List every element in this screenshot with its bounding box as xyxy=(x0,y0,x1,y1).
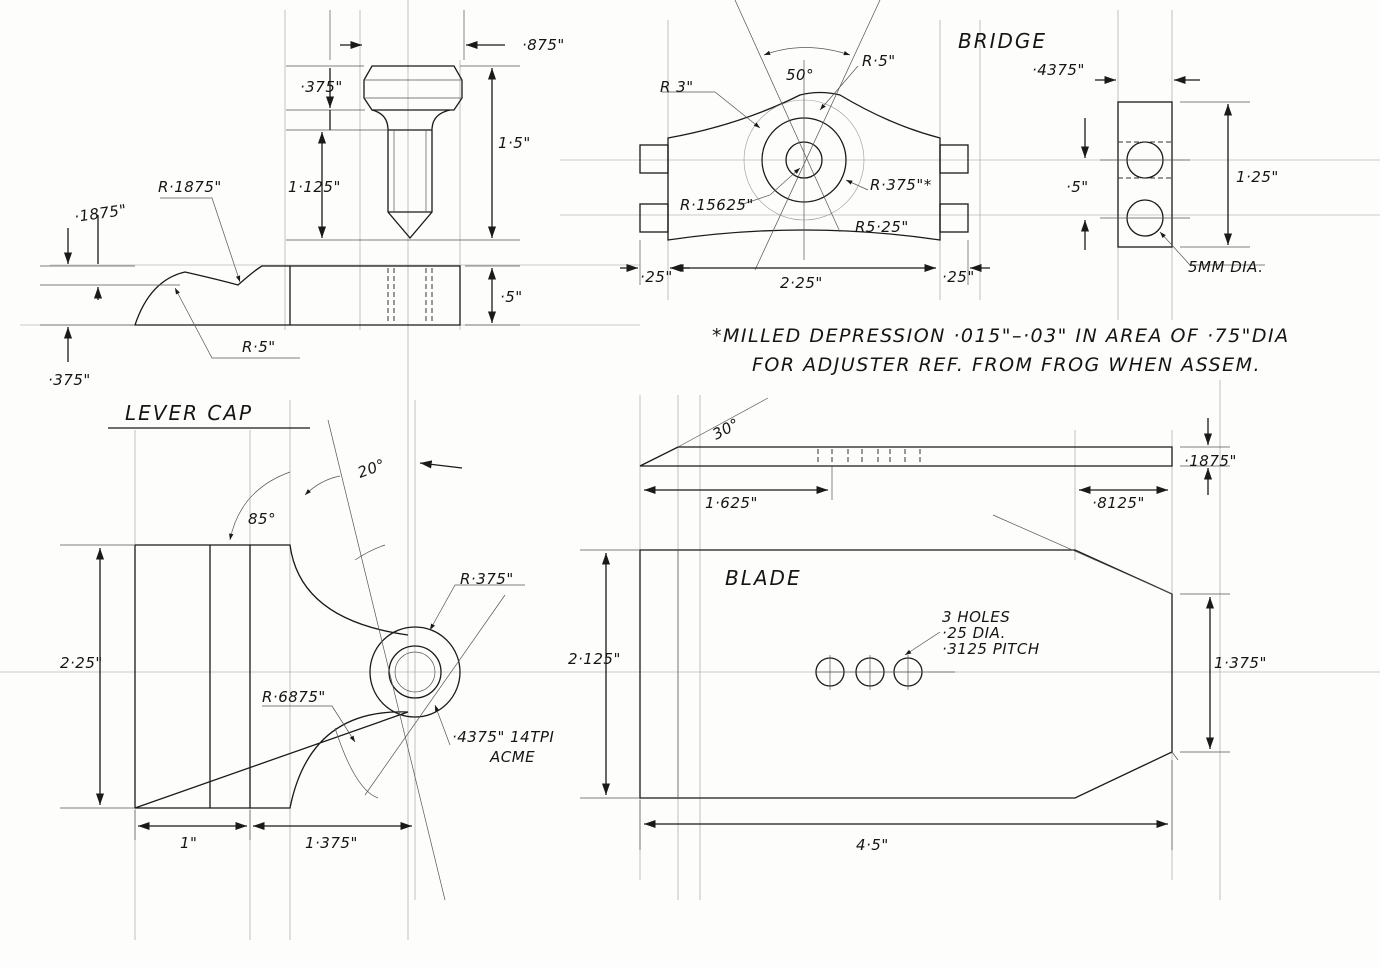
adjuster-base-view: R·1875" ·1875" ·5" R·5" ·375" xyxy=(40,178,523,389)
bridge-dim-w225: 2·25" xyxy=(780,274,823,292)
bridge-front-view: BRIDGE 50° R 3" R·5" R·15625" R·375"* R5… xyxy=(620,0,1047,292)
bridge-dim-angle: 50° xyxy=(786,66,814,84)
adjuster-dim-1-5: 1·5" xyxy=(498,134,531,152)
lever-cap-dim-h225: 2·25" xyxy=(60,654,103,672)
blade-angle-30: 30° xyxy=(709,414,742,443)
bridge-dim-side-1-25: 1·25" xyxy=(1236,168,1279,186)
adjuster-screw-view: ·875" ·375" 1·5" 1·125" xyxy=(286,10,565,241)
bridge-side-view: ·4375" 1·25" ·5" 5MM DIA. xyxy=(1032,61,1279,276)
adjuster-dim-1-125: 1·125" xyxy=(288,178,341,196)
blade-edge-view: 30° ·1875" 1·625" ·8125" xyxy=(639,397,1237,512)
blade-dim-1875: ·1875" xyxy=(1184,452,1237,470)
blade-dim-8125: ·8125" xyxy=(1092,494,1145,512)
note-line-1: *MILLED DEPRESSION ·015"–·03" IN AREA OF… xyxy=(712,325,1290,347)
milled-depression-note: *MILLED DEPRESSION ·015"–·03" IN AREA OF… xyxy=(712,325,1290,376)
blade-holes-count: 3 HOLES xyxy=(942,608,1010,626)
lever-cap-dim-w1: 1" xyxy=(180,834,197,852)
adjuster-dim-5: ·5" xyxy=(500,288,523,306)
blade-holes-pitch: ·3125 PITCH xyxy=(942,640,1040,658)
bridge-dim-hole: 5MM DIA. xyxy=(1188,258,1263,276)
bridge-dim-r375: R·375"* xyxy=(870,176,932,194)
blade-dim-45: 4·5" xyxy=(856,836,889,854)
adjuster-dim-r1875: R·1875" xyxy=(158,178,222,196)
bridge-dim-side-5: ·5" xyxy=(1066,178,1089,196)
lever-cap-angle-85: 85° xyxy=(248,510,276,528)
bridge-dim-r3: R 3" xyxy=(660,78,694,96)
blade-dim-1625: 1·625" xyxy=(705,494,758,512)
adjuster-dim-r5: R·5" xyxy=(242,338,276,356)
lever-cap-dim-w1375: 1·375" xyxy=(305,834,358,852)
blade-title: BLADE xyxy=(725,566,802,590)
lever-cap-thread-type: ACME xyxy=(489,748,535,766)
bridge-dim-r525: R5·25" xyxy=(855,218,909,236)
blade-plan-view: BLADE 3 HOLES ·25 DIA. ·3125 PITCH 2·125… xyxy=(568,514,1267,854)
lever-cap-view: LEVER CAP 85° 20° R·375" R·6875" ·4375" … xyxy=(60,401,554,901)
bridge-dim-side-4375: ·4375" xyxy=(1032,61,1085,79)
lever-cap-angle-20: 20° xyxy=(355,455,388,482)
adjuster-dim-875: ·875" xyxy=(522,36,565,54)
blade-holes-dia: ·25 DIA. xyxy=(942,624,1006,642)
adjuster-dim-375-head: ·375" xyxy=(300,78,343,96)
bridge-title: BRIDGE xyxy=(958,29,1047,53)
note-line-2: FOR ADJUSTER REF. FROM FROG WHEN ASSEM. xyxy=(752,354,1261,376)
bridge-dim-edge-right: ·25" xyxy=(942,268,975,286)
blade-dim-2125: 2·125" xyxy=(568,650,621,668)
lever-cap-title: LEVER CAP xyxy=(125,401,253,425)
lever-cap-dim-r6875: R·6875" xyxy=(262,688,326,706)
adjuster-dim-375-base: ·375" xyxy=(48,371,91,389)
bridge-dim-r5: R·5" xyxy=(862,52,896,70)
construction-lines xyxy=(0,0,1380,940)
bridge-dim-r15625: R·15625" xyxy=(680,196,754,214)
lever-cap-thread: ·4375" 14TPI xyxy=(452,728,554,746)
blade-dim-1375: 1·375" xyxy=(1214,654,1267,672)
lever-cap-dim-r375: R·375" xyxy=(460,570,514,588)
bridge-dim-edge-left: ·25" xyxy=(640,268,673,286)
adjuster-dim-1875: ·1875" xyxy=(73,201,128,226)
